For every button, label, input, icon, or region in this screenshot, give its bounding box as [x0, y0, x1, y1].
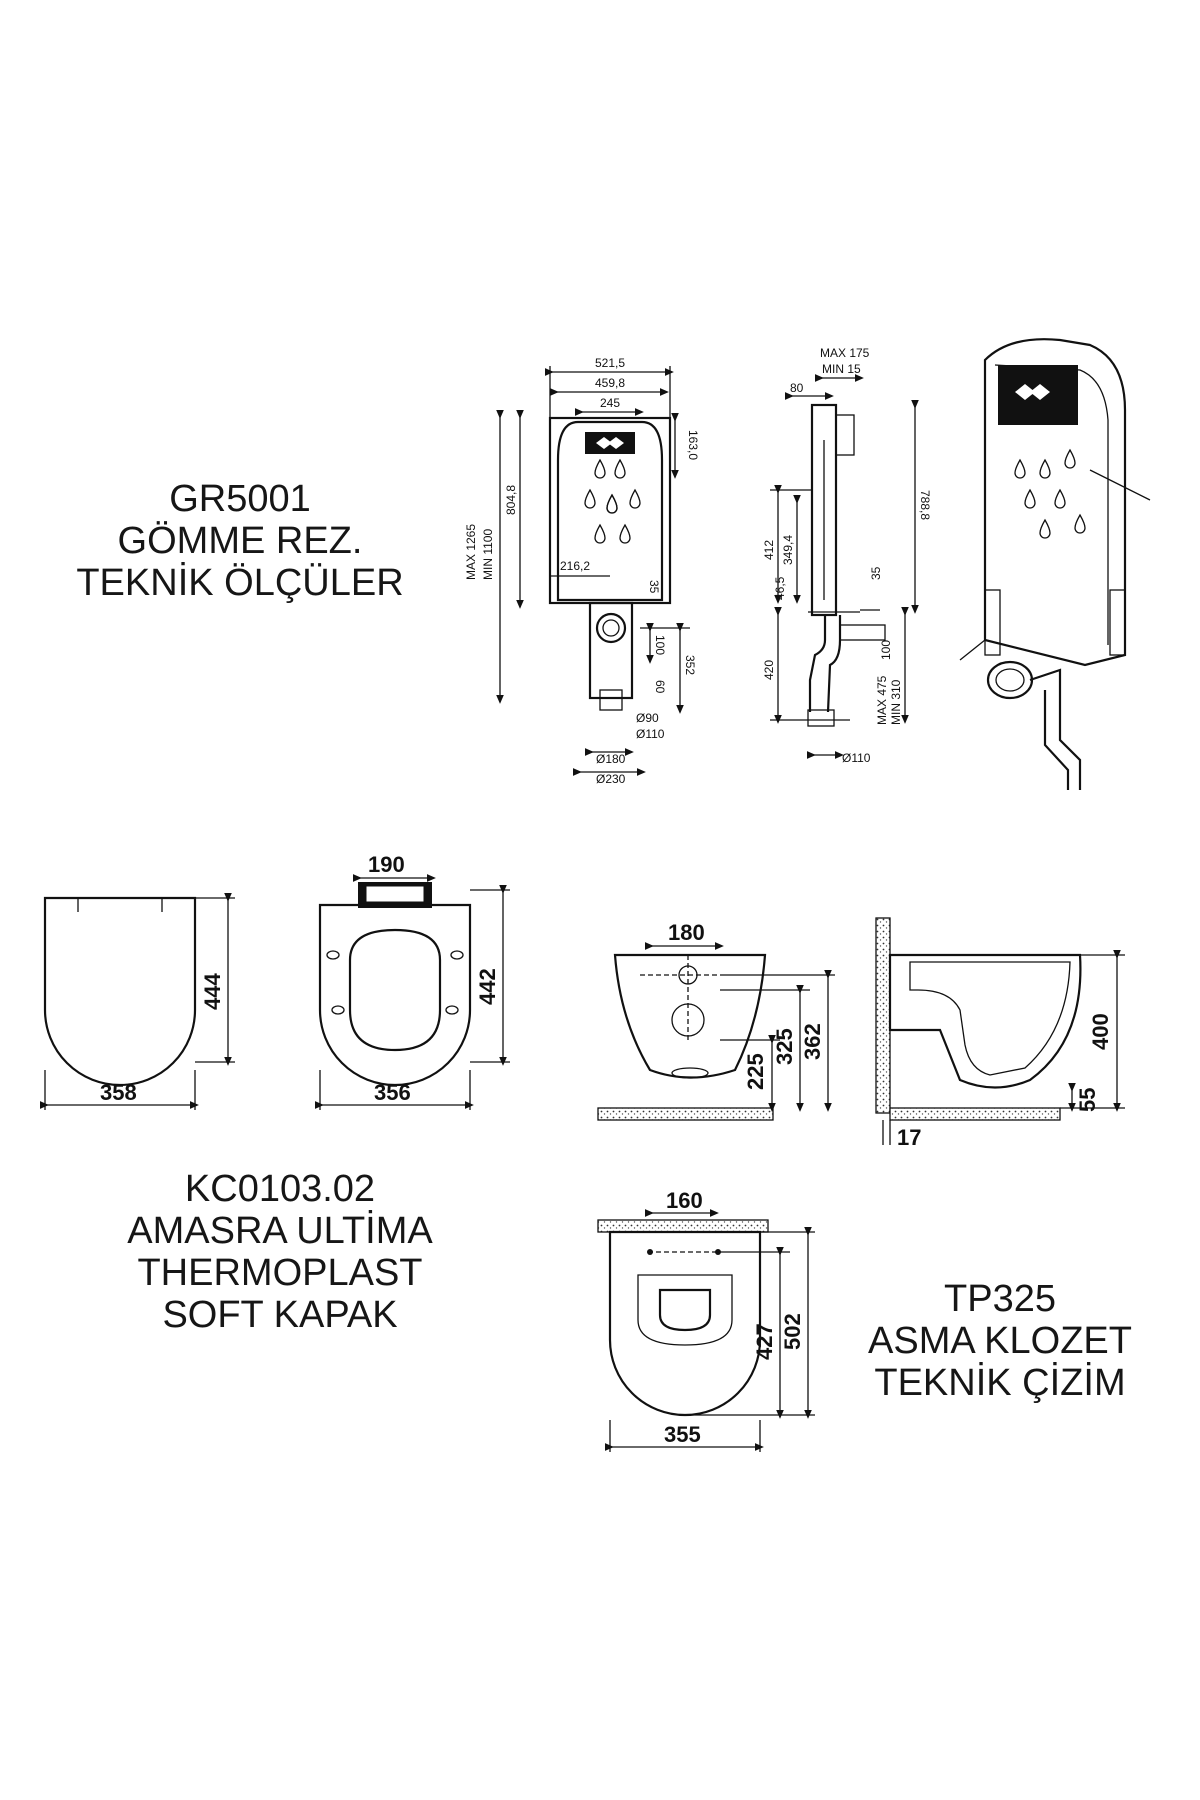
- dim-60: 60: [653, 680, 667, 694]
- dim-d230: Ø230: [596, 772, 626, 786]
- dim-46: 46,5: [773, 576, 787, 600]
- wc-top-502: 502: [780, 1313, 805, 1350]
- gr5001-type: GÖMME REZ.: [117, 520, 363, 562]
- dim-163: 163,0: [686, 430, 700, 460]
- dim-788: 788,8: [918, 490, 932, 520]
- dim-d180: Ø180: [596, 752, 626, 766]
- dim-side-100: 100: [879, 640, 893, 660]
- dim-max1265: MAX 1265: [464, 524, 478, 580]
- wc-side-17: 17: [897, 1125, 921, 1150]
- kc0103-type: SOFT KAPAK: [162, 1294, 398, 1336]
- lid-width: 358: [100, 1080, 137, 1105]
- wc-front-362: 362: [800, 1023, 825, 1060]
- dim-d110: Ø110: [636, 727, 665, 741]
- dim-35: 35: [647, 580, 661, 594]
- tp325-caption: TP325 ASMA KLOZET TEKNİK ÇİZİM: [850, 1278, 1150, 1404]
- dim-804: 804,8: [504, 485, 518, 515]
- wc-top-view: 160 427 502 355: [597, 1188, 815, 1452]
- tp325-type: ASMA KLOZET: [868, 1320, 1132, 1362]
- dim-352: 352: [683, 655, 697, 675]
- dim-80: 80: [790, 381, 804, 395]
- dim-min15: MIN 15: [822, 362, 861, 376]
- dim-side-d110: Ø110: [842, 751, 871, 765]
- cistern-3d-view: [959, 338, 1151, 790]
- wc-side-400: 400: [1088, 1013, 1113, 1050]
- dim-349: 349,4: [781, 535, 795, 565]
- hinge-width: 190: [368, 852, 405, 877]
- wc-front-225: 225: [743, 1053, 768, 1090]
- gr5001-caption: GR5001 GÖMME REZ. TEKNİK ÖLÇÜLER: [60, 478, 420, 604]
- dim-max175: MAX 175: [820, 346, 870, 360]
- kc0103-caption: KC0103.02 AMASRA ULTİMA THERMOPLAST SOFT…: [100, 1168, 460, 1336]
- seat-height: 442: [475, 968, 500, 1005]
- dim-216: 216,2: [560, 559, 590, 573]
- dim-412: 412: [762, 540, 776, 560]
- dim-459: 459,8: [595, 376, 625, 390]
- wc-top-427: 427: [752, 1323, 777, 1360]
- tp325-model: TP325: [944, 1278, 1056, 1320]
- wc-front-view: 180 225 325 362: [597, 920, 835, 1121]
- dim-420: 420: [762, 660, 776, 680]
- wc-front-bolt-width: 180: [668, 920, 705, 945]
- dim-side-35: 35: [869, 566, 883, 580]
- dim-100: 100: [653, 635, 667, 655]
- seat-width: 356: [374, 1080, 411, 1105]
- dim-min1100: MIN 1100: [481, 529, 495, 580]
- gr5001-desc: TEKNİK ÖLÇÜLER: [76, 562, 404, 604]
- lid-height: 444: [200, 973, 225, 1010]
- dim-245: 245: [600, 396, 620, 410]
- dim-521: 521,5: [595, 356, 625, 370]
- dim-max475: MAX 475: [875, 675, 889, 725]
- wc-side-55: 55: [1075, 1088, 1100, 1112]
- kc0103-model: KC0103.02: [184, 1168, 376, 1210]
- dim-min310: MIN 310: [889, 679, 903, 725]
- kc0103-material: THERMOPLAST: [137, 1252, 423, 1294]
- wc-front-325: 325: [772, 1028, 797, 1065]
- wc-top-width: 355: [664, 1422, 701, 1447]
- seat-lid-view: 444 358: [39, 892, 235, 1110]
- cistern-side-view: MAX 175 MIN 15 80 788,8 412 349,4 46,5 3…: [762, 346, 932, 765]
- wc-top-bolt-width: 160: [666, 1188, 703, 1213]
- gr5001-model: GR5001: [169, 478, 311, 520]
- tp325-desc: TEKNİK ÇİZİM: [874, 1362, 1126, 1404]
- wc-side-view: 400 55 17: [875, 917, 1125, 1150]
- seat-open-view: 190 442 356: [314, 852, 510, 1110]
- cistern-front-view: 521,5 459,8 245 163,0 804,8 MAX 1265 MIN…: [464, 356, 700, 786]
- kc0103-series: AMASRA ULTİMA: [127, 1210, 433, 1252]
- dim-d90: Ø90: [636, 711, 659, 725]
